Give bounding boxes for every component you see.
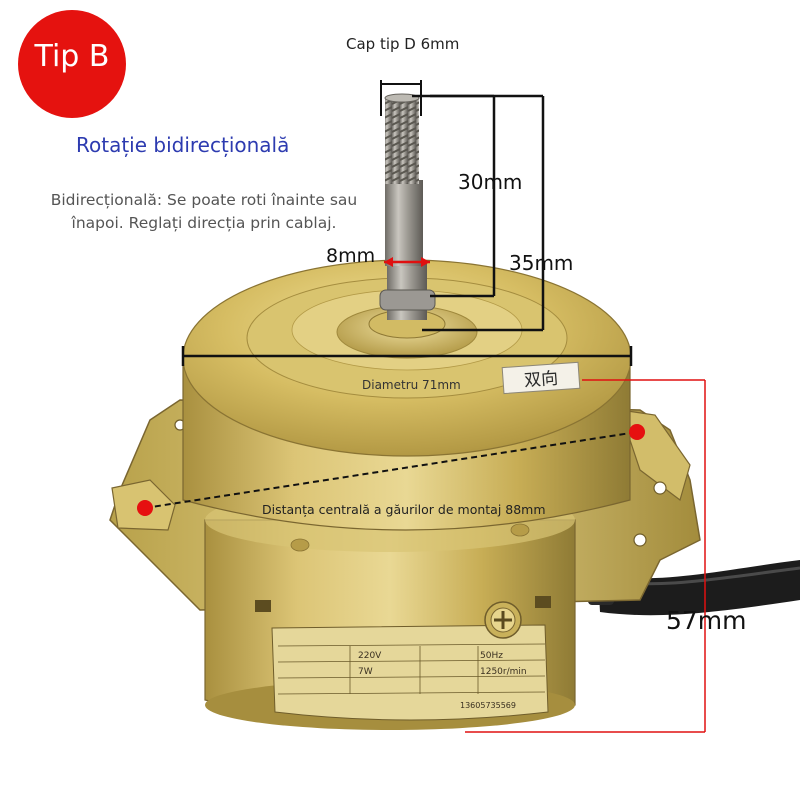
type-badge: Tip B: [18, 10, 126, 118]
plate-phone: 13605735569: [460, 701, 516, 710]
direction-sticker: 双向: [501, 361, 581, 395]
motor-body: 双向: [182, 259, 632, 552]
mount-hole-distance-label: Distanța centrală a găurilor de montaj 8…: [262, 502, 546, 517]
feature-description: Bidirecțională: Se poate roti înainte sa…: [50, 191, 358, 232]
body-diameter-label: Diametru 71mm: [362, 378, 461, 392]
thread-length-label: 30mm: [458, 170, 523, 194]
badge-text: Tip B: [34, 38, 110, 74]
shaft-length-label: 35mm: [509, 251, 574, 275]
name-plate: 220V 7W 50Hz 1250r/min 13605735569: [271, 624, 549, 721]
feature-title: Rotație bidirecțională: [76, 133, 290, 157]
mount-hole-marker-right: [629, 424, 645, 440]
shaft-type-label: Cap tip D 6mm: [346, 35, 460, 53]
height-label: 57mm: [666, 606, 747, 635]
plate-speed: 1250r/min: [480, 667, 527, 677]
plate-frequency: 50Hz: [480, 651, 503, 661]
svg-text:双向: 双向: [523, 369, 558, 391]
motor-shaft: [379, 93, 436, 320]
dimension-lines: [144, 80, 706, 733]
plate-voltage: 220V: [358, 651, 382, 661]
shaft-diameter-label: 8mm: [326, 245, 376, 267]
mount-hole-marker-left: [137, 500, 153, 516]
ground-screw: [484, 601, 522, 639]
plate-power: 7W: [358, 667, 373, 677]
